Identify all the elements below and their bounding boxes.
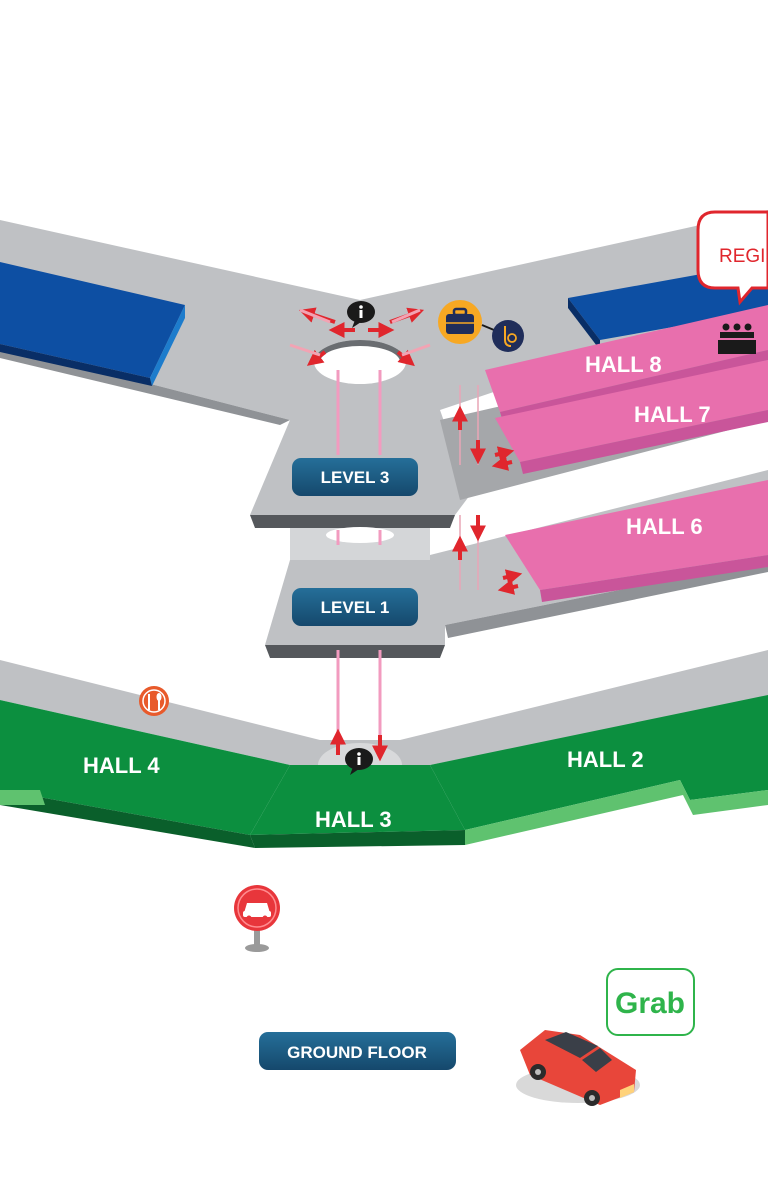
- registration-desk-icon: [718, 323, 756, 354]
- hall-6-block: [505, 480, 768, 602]
- level-3-pill[interactable]: LEVEL 3: [292, 458, 418, 496]
- car-icon: [516, 1030, 640, 1106]
- parking-sign-icon: [234, 885, 280, 952]
- luggage-icon: [438, 300, 482, 344]
- hall-green-center: [250, 765, 465, 848]
- level-1-label: LEVEL 1: [321, 598, 390, 617]
- grab-logo-text: Grab: [615, 987, 685, 1020]
- hall-8-label: HALL 8: [585, 352, 662, 377]
- info-icon: [347, 301, 375, 328]
- ground-floor-pill[interactable]: GROUND FLOOR: [259, 1032, 456, 1070]
- hall-green-left: [0, 700, 290, 848]
- ground-floor-label: GROUND FLOOR: [287, 1043, 427, 1062]
- hall-6-label: HALL 6: [626, 514, 703, 539]
- hall-7-label: HALL 7: [634, 402, 711, 427]
- hall-3-label: HALL 3: [315, 807, 392, 832]
- grab-logo[interactable]: Grab: [606, 968, 695, 1036]
- level-3-label: LEVEL 3: [321, 468, 390, 487]
- hall-2-label: HALL 2: [567, 747, 644, 772]
- hall-7-block: [495, 360, 768, 474]
- connector-l3-l1: [290, 528, 430, 560]
- hall-green-right: [430, 695, 768, 845]
- hall-4-label: HALL 4: [83, 753, 160, 778]
- restaurant-icon: [139, 686, 169, 716]
- level-1-pill[interactable]: LEVEL 1: [292, 588, 418, 626]
- registration-label: REGIS: [719, 246, 768, 267]
- hall-blue-left: [0, 262, 185, 386]
- escalator-lines: [336, 370, 382, 755]
- registration-bubble: REGIS: [696, 210, 768, 306]
- info-icon: [345, 748, 373, 775]
- charging-icon: [492, 320, 524, 352]
